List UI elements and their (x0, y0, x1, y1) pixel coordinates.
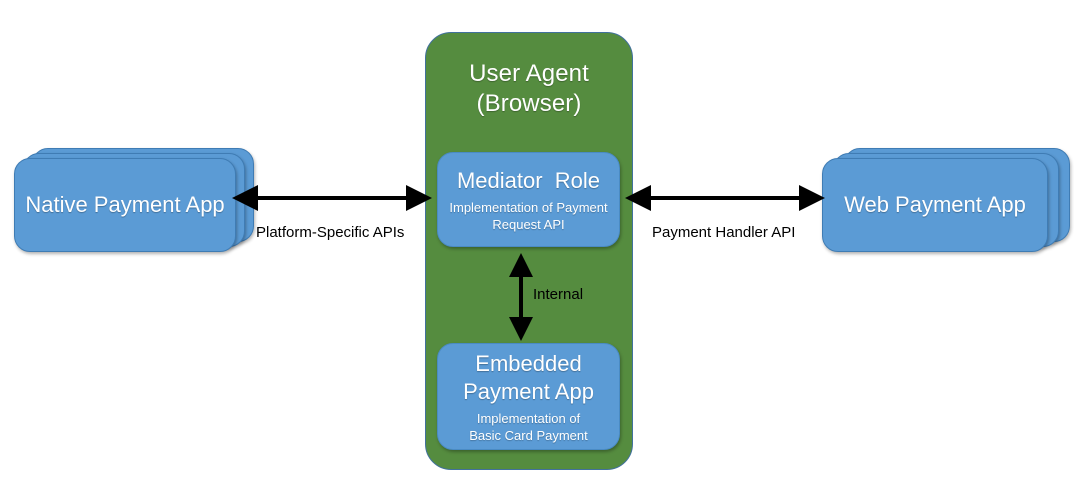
user-agent-title-line1: User Agent (469, 60, 589, 87)
native-payment-app-front-layer[interactable]: Native Payment App (14, 158, 236, 252)
internal-label: Internal (533, 286, 584, 303)
embedded-payment-app-box[interactable]: Embedded Payment App Implementation of B… (437, 343, 620, 450)
embedded-payment-app-title-line1: Embedded (475, 350, 582, 376)
embedded-payment-app-subtitle-line1: Implementation of (476, 410, 581, 426)
web-payment-app-stack[interactable]: Web Payment App (822, 148, 1070, 252)
embedded-payment-app-title-line2: Payment App (463, 378, 594, 404)
mediator-role-subtitle-line1: Implementation of Payment (449, 199, 608, 215)
platform-specific-apis-label: Platform-Specific APIs (256, 224, 405, 241)
web-payment-app-label: Web Payment App (844, 192, 1026, 217)
user-agent-title-line2: (Browser) (476, 90, 582, 117)
web-payment-app-front-layer[interactable]: Web Payment App (822, 158, 1048, 252)
payment-handler-api-arrow (625, 185, 825, 211)
mediator-role-subtitle-line2: Request API (492, 216, 565, 232)
native-payment-app-label: Native Payment App (25, 192, 225, 217)
platform-specific-apis-arrow (232, 185, 432, 211)
mediator-role-box[interactable]: Mediator Role Implementation of Payment … (437, 152, 620, 247)
internal-arrow (509, 253, 533, 341)
embedded-payment-app-subtitle-line2: Basic Card Payment (469, 427, 588, 443)
mediator-role-title: Mediator Role (456, 167, 601, 193)
payment-handler-api-label: Payment Handler API (652, 224, 796, 241)
native-payment-app-stack[interactable]: Native Payment App (14, 148, 254, 252)
